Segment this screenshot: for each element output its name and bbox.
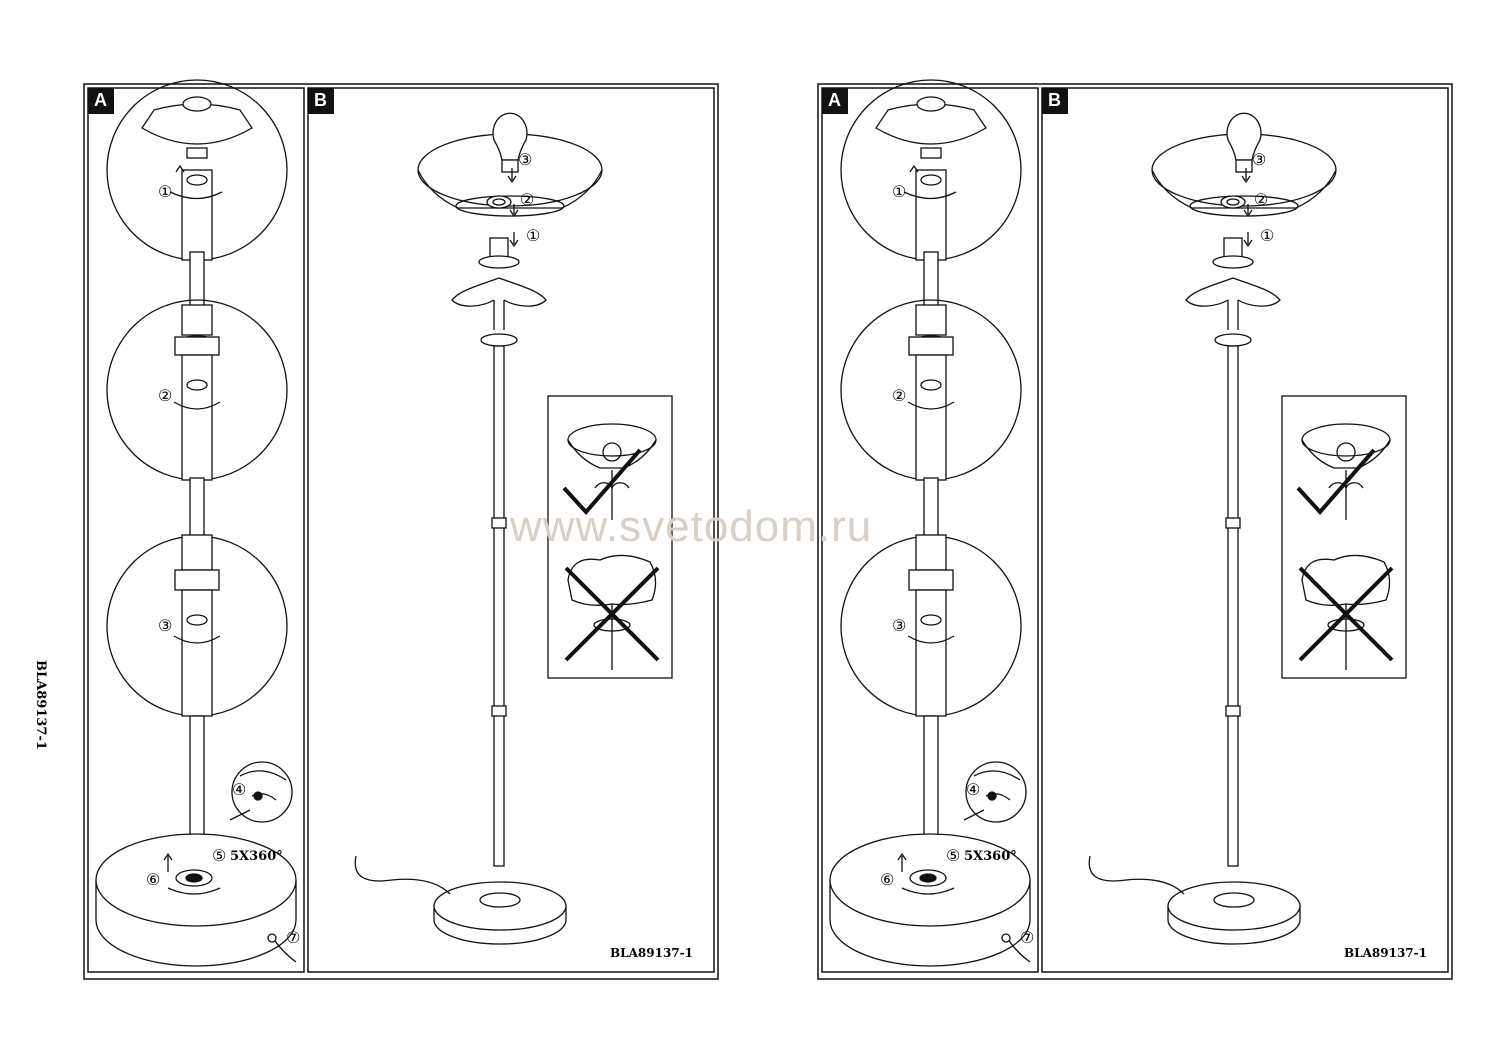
step-a2: ② <box>158 386 173 405</box>
step-b1: ① <box>526 226 541 245</box>
side-product-code: BLA89137-1 <box>33 660 48 750</box>
step-a6: ⑥ <box>880 870 895 889</box>
product-code: BLA89137-1 <box>1344 946 1427 960</box>
step-b1: ① <box>1260 226 1275 245</box>
panel-b-label: B <box>1048 90 1061 110</box>
step-b3: ③ <box>1252 150 1267 169</box>
step-b3: ③ <box>518 150 533 169</box>
step-b2: ② <box>520 190 535 209</box>
step-a5: ⑤ <box>212 846 227 865</box>
rotation-label: 5X360° <box>964 849 1017 864</box>
panel-a-label: A <box>828 90 841 110</box>
step-a7: ⑦ <box>1020 928 1035 947</box>
step-a6: ⑥ <box>146 870 161 889</box>
step-a4: ④ <box>966 780 981 799</box>
step-b2: ② <box>1254 190 1269 209</box>
panel-a-label: A <box>94 90 107 110</box>
watermark-text: www.svetodom.ru <box>510 502 873 551</box>
assembly-sheet-right <box>816 78 1454 981</box>
step-a3: ③ <box>158 616 173 635</box>
step-a7: ⑦ <box>286 928 301 947</box>
product-code: BLA89137-1 <box>610 946 693 960</box>
step-a1: ① <box>892 182 907 201</box>
panel-b-label: B <box>314 90 327 110</box>
step-a5: ⑤ <box>946 846 961 865</box>
step-a4: ④ <box>232 780 247 799</box>
step-a3: ③ <box>892 616 907 635</box>
step-a2: ② <box>892 386 907 405</box>
rotation-label: 5X360° <box>230 849 283 864</box>
step-a1: ① <box>158 182 173 201</box>
